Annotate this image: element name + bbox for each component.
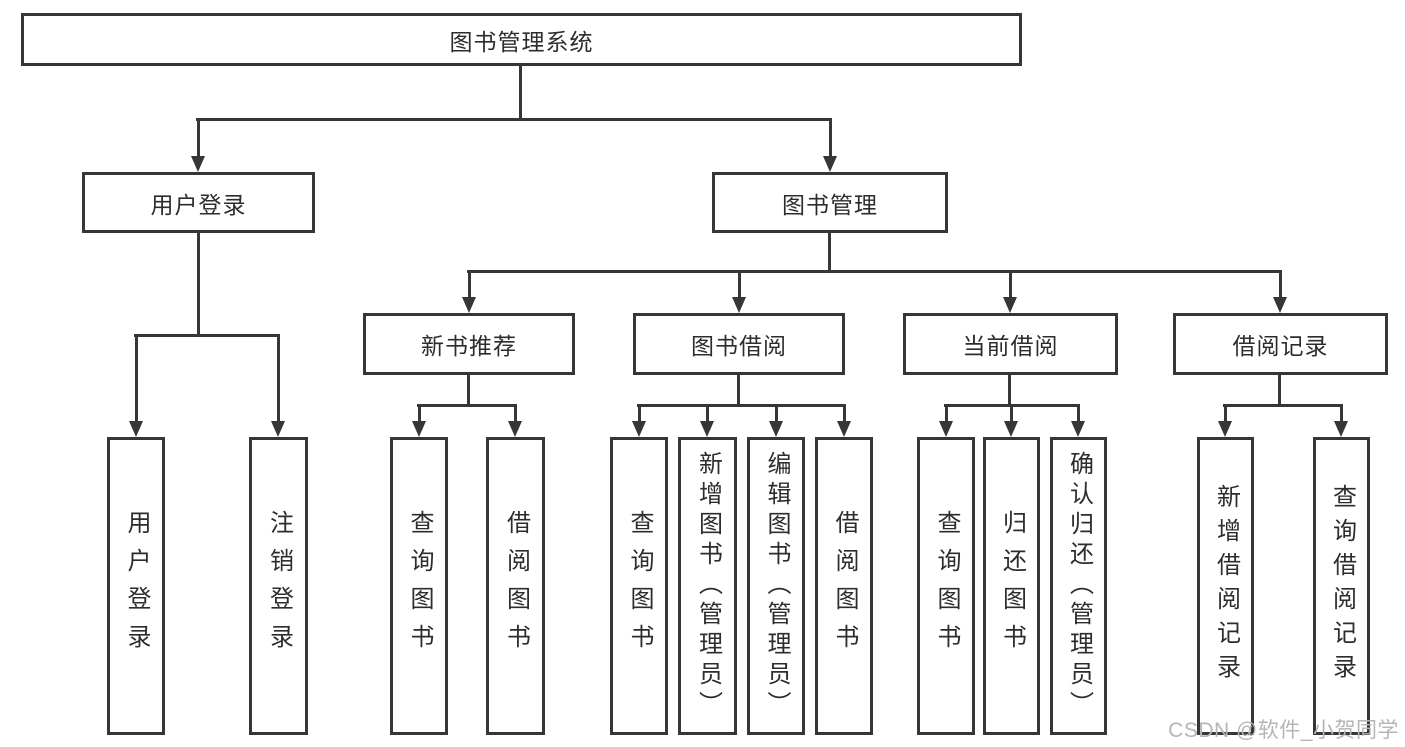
leaf-return-books: 归还图书	[983, 437, 1040, 735]
node-label: 当前借阅	[962, 333, 1059, 359]
leaf-label: 用户登录	[123, 510, 150, 662]
arrow-down-icon	[632, 404, 647, 437]
leaf-confirm-return-admin: 确认归还（管理员）	[1050, 437, 1107, 735]
node-label: 用户登录	[150, 191, 247, 218]
leaf-label: 借阅图书	[831, 510, 858, 662]
connector-line	[737, 375, 740, 407]
arrow-down-icon	[1334, 404, 1349, 437]
arrow-down-icon	[1071, 404, 1086, 437]
leaf-add-borrow-record: 新增借阅记录	[1197, 437, 1254, 735]
connector-line	[1278, 375, 1281, 407]
arrow-down-icon	[1004, 404, 1019, 437]
leaf-query-books: 查询图书	[917, 437, 975, 735]
arrow-down-icon	[462, 270, 477, 313]
connector-line	[467, 375, 470, 407]
leaf-label: 新增借阅记录	[1212, 484, 1240, 688]
arrow-down-icon	[939, 404, 954, 437]
connector-line	[637, 404, 846, 407]
arrow-down-icon	[1273, 270, 1288, 313]
node-label: 图书管理系统	[449, 28, 594, 55]
leaf-query-books: 查询图书	[390, 437, 448, 735]
node-library-management-system: 图书管理系统	[21, 13, 1022, 66]
arrow-down-icon	[823, 118, 838, 172]
node-label: 图书管理	[782, 191, 878, 218]
arrow-down-icon	[191, 118, 206, 172]
node-book-management: 图书管理	[712, 172, 948, 233]
arrow-down-icon	[700, 404, 715, 437]
arrow-down-icon	[732, 270, 747, 313]
node-borrowing-records: 借阅记录	[1173, 313, 1388, 375]
connector-line	[1223, 404, 1343, 407]
arrow-down-icon	[271, 334, 286, 437]
connector-line	[196, 118, 832, 121]
arrow-down-icon	[1218, 404, 1233, 437]
watermark: CSDN @软件_小贺同学	[1168, 719, 1399, 742]
leaf-label: 查询借阅记录	[1328, 484, 1356, 688]
node-label: 新书推荐	[421, 333, 517, 359]
leaf-query-books: 查询图书	[610, 437, 668, 735]
leaf-label: 新增图书（管理员）	[694, 451, 722, 721]
connector-line	[519, 66, 522, 121]
arrow-down-icon	[1003, 270, 1018, 313]
connector-line	[134, 334, 280, 337]
node-current-borrowing: 当前借阅	[903, 313, 1118, 375]
node-book-borrowing: 图书借阅	[633, 313, 845, 375]
arrow-down-icon	[837, 404, 852, 437]
leaf-label: 查询图书	[933, 510, 960, 662]
leaf-label: 查询图书	[406, 510, 433, 662]
arrow-down-icon	[412, 404, 427, 437]
connector-line	[467, 270, 1282, 273]
leaf-user-login: 用户登录	[107, 437, 165, 735]
node-label: 借阅记录	[1232, 333, 1329, 359]
connector-line	[1008, 375, 1011, 407]
leaf-label: 归还图书	[998, 510, 1026, 662]
connector-line	[828, 233, 831, 273]
leaf-borrow-books: 借阅图书	[486, 437, 545, 735]
arrow-down-icon	[508, 404, 523, 437]
leaf-label: 查询图书	[626, 510, 653, 662]
leaf-borrow-books: 借阅图书	[815, 437, 873, 735]
arrow-down-icon	[769, 404, 784, 437]
arrow-down-icon	[129, 334, 144, 437]
leaf-query-borrow-record: 查询借阅记录	[1313, 437, 1370, 735]
leaf-logout: 注销登录	[249, 437, 308, 735]
node-user-login: 用户登录	[82, 172, 315, 233]
node-label: 图书借阅	[691, 333, 787, 359]
leaf-label: 注销登录	[265, 510, 293, 662]
leaf-add-books-admin: 新增图书（管理员）	[678, 437, 737, 735]
connector-line	[197, 233, 200, 337]
connector-line	[417, 404, 517, 407]
leaf-label: 确认归还（管理员）	[1065, 451, 1093, 721]
leaf-label: 编辑图书（管理员）	[763, 451, 790, 721]
leaf-label: 借阅图书	[502, 510, 530, 662]
node-new-book-recommendation: 新书推荐	[363, 313, 575, 375]
leaf-edit-books-admin: 编辑图书（管理员）	[747, 437, 805, 735]
